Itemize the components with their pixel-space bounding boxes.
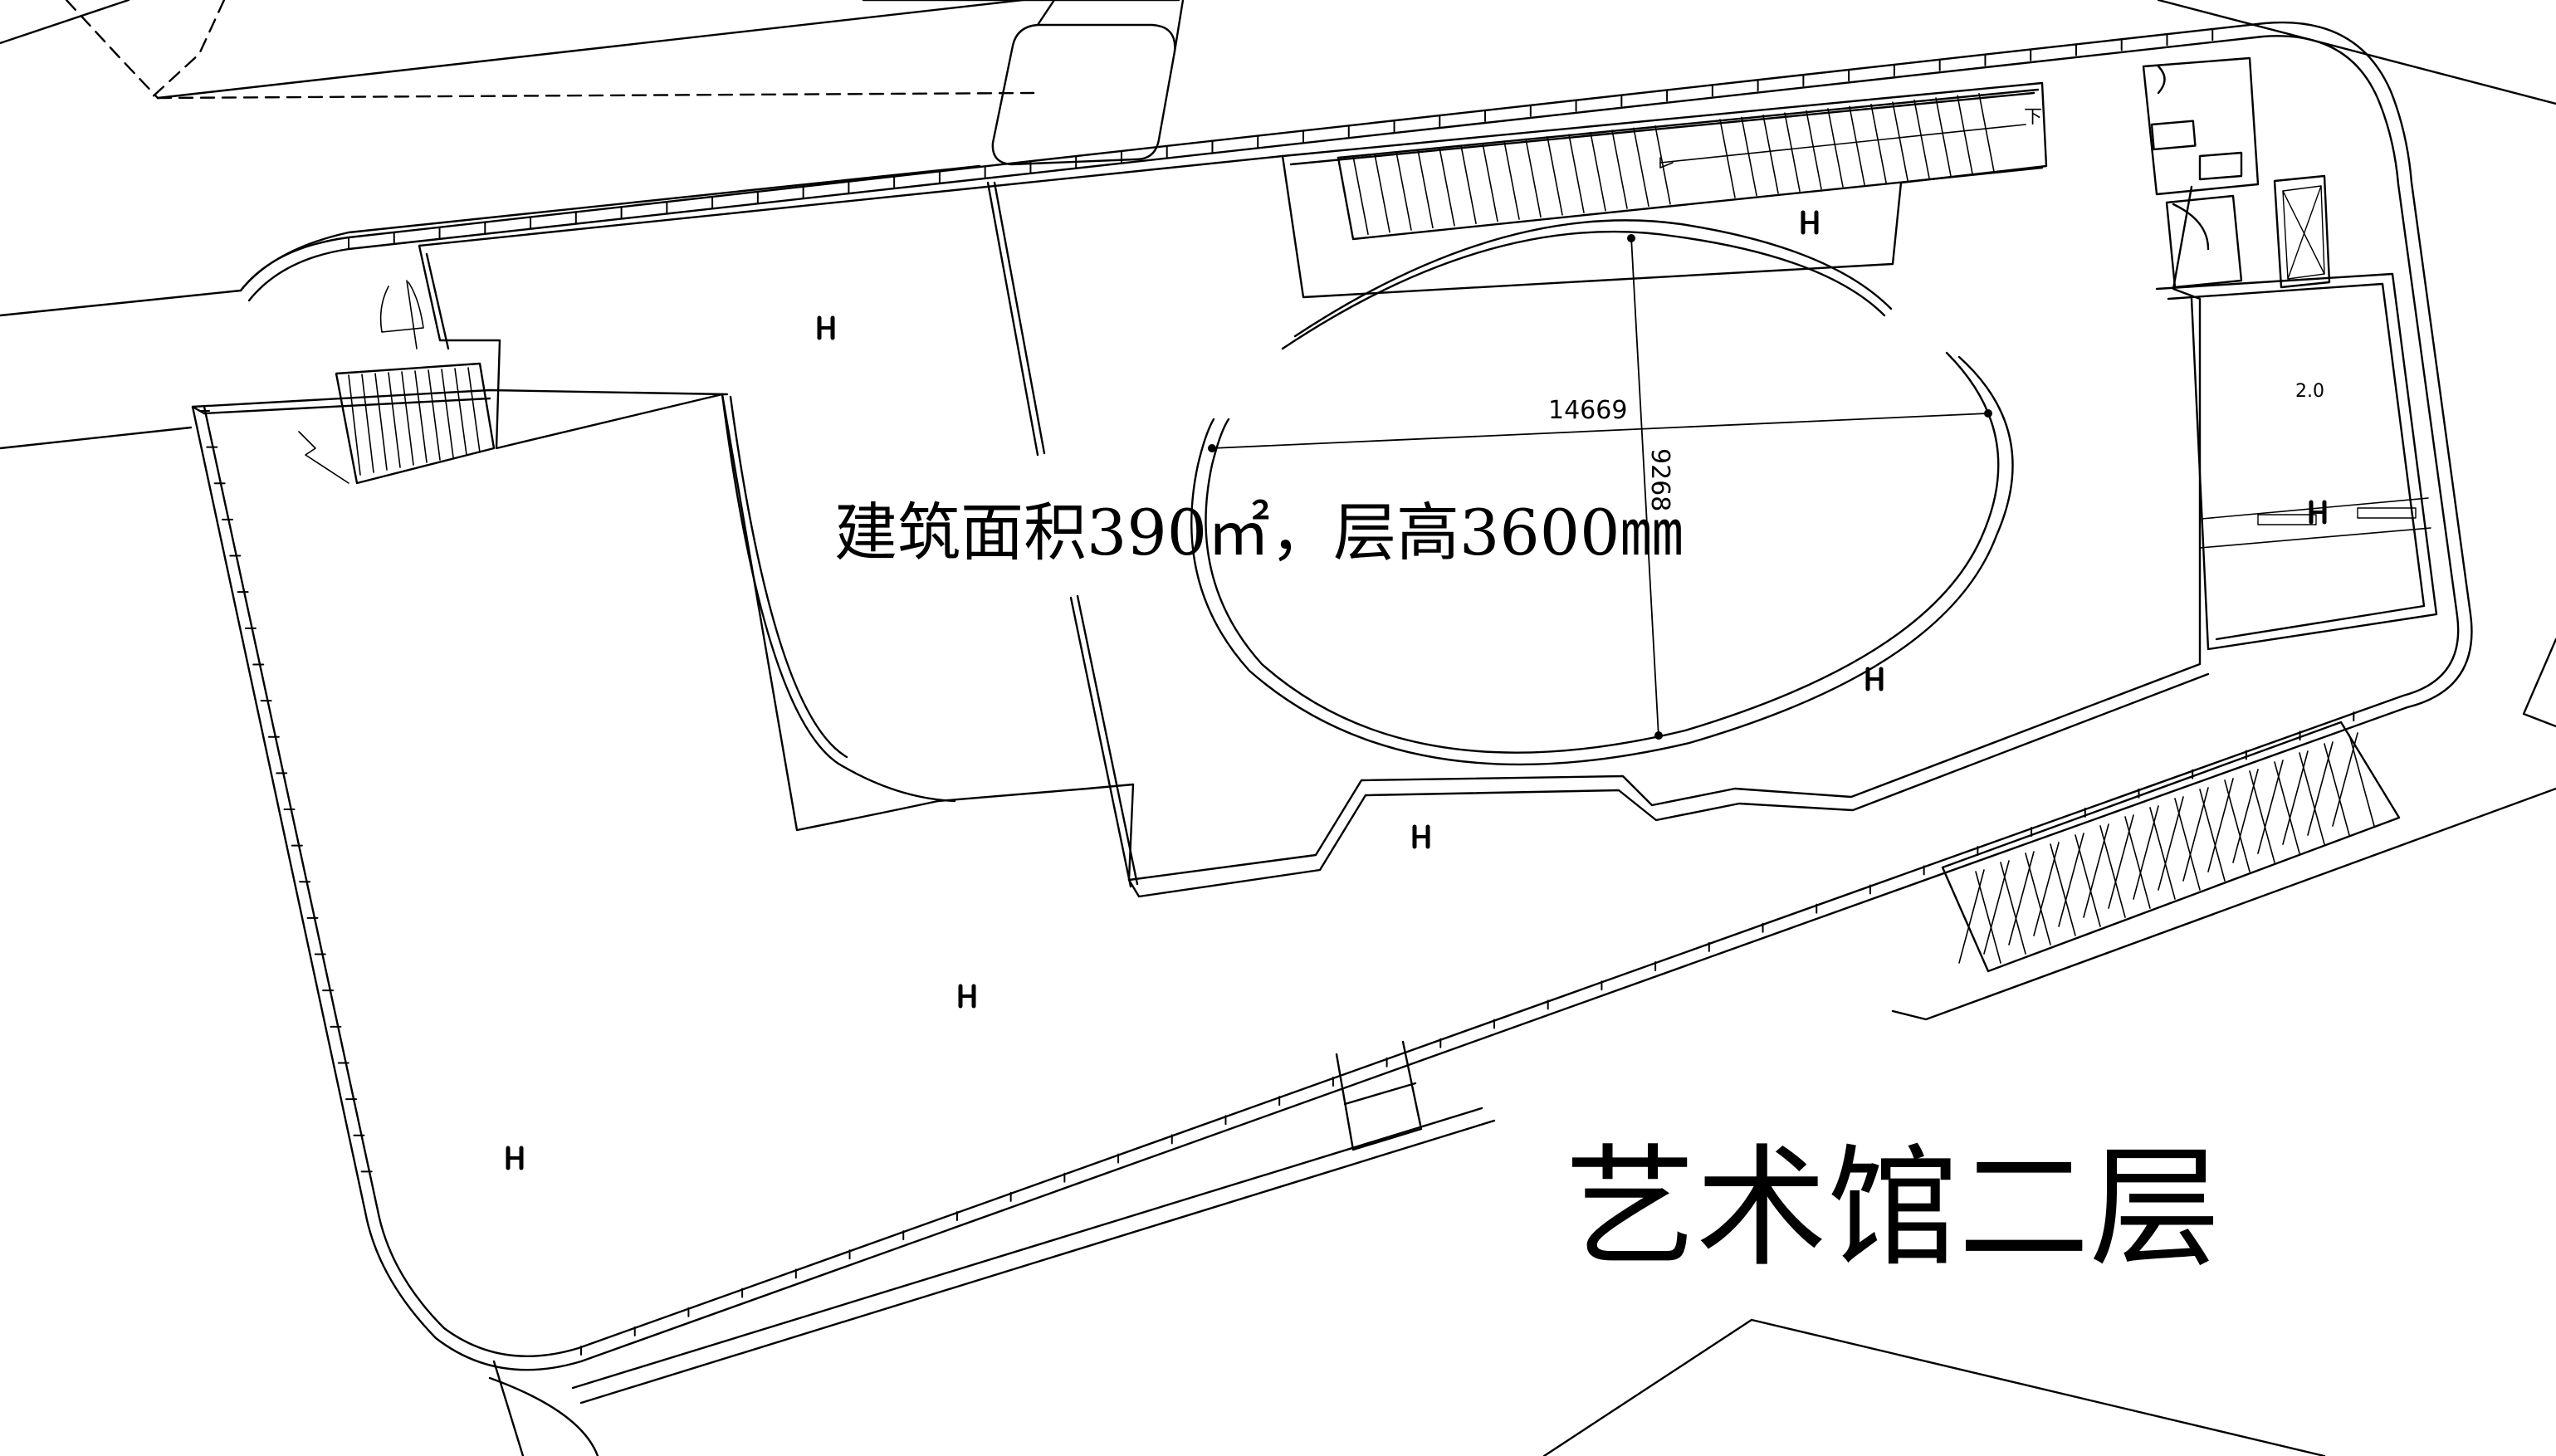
- dimension-long: 14669: [1548, 396, 1627, 425]
- drawing-title: 艺术馆二层: [1565, 1132, 2221, 1285]
- hatch-lines: [1958, 732, 2375, 964]
- area-note: 建筑面积390㎡，层高3600㎜: [834, 496, 1683, 569]
- dimension-short: 9268: [1645, 448, 1674, 511]
- hatched-terrace: [1941, 721, 2401, 973]
- level-mark: 2.0: [2295, 381, 2324, 402]
- inner-room-outline: [418, 154, 2210, 898]
- column-markers: [506, 210, 2327, 1170]
- lower-site-lines: [488, 638, 2556, 1456]
- atrium-ellipse: 14669 9268: [1190, 219, 2014, 766]
- outer-wall: [191, 21, 2473, 1371]
- wall-post-ticks: [198, 29, 2355, 1356]
- site-lines: [0, 0, 2556, 450]
- top-stair: 下: [1281, 81, 2048, 299]
- stair-treads: [1352, 93, 1995, 236]
- left-stair-treads: [348, 367, 481, 476]
- service-block: 2.0: [2142, 56, 2438, 651]
- stair-down-label: 下: [2024, 107, 2042, 128]
- left-stair: [298, 280, 496, 485]
